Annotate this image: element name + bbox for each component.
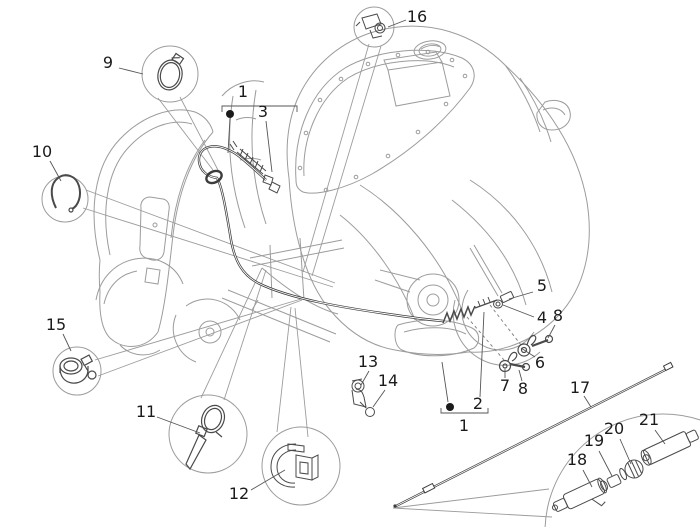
detail-circles <box>41 6 700 527</box>
part-support-bracket <box>351 378 367 408</box>
part-lever-7 <box>498 351 518 373</box>
part-number-17: 17 <box>569 378 591 397</box>
part-number-1-bottom: 1 <box>458 416 470 435</box>
part-number-4: 4 <box>536 308 548 327</box>
part-cable-tie <box>185 404 226 471</box>
detail-parts <box>50 13 699 512</box>
part-number-11: 11 <box>135 402 157 421</box>
part-ring-nut-20 <box>619 459 644 481</box>
part-wire-clip <box>50 174 82 213</box>
part-number-16: 16 <box>406 7 428 26</box>
part-number-5: 5 <box>536 276 548 295</box>
part-number-2: 2 <box>472 394 484 413</box>
rim-bolt-holes <box>297 49 468 193</box>
assembly-dots <box>226 110 454 411</box>
part-mounting-bracket <box>355 13 386 39</box>
detail-circle-11 <box>168 394 248 474</box>
detail-circle-9 <box>141 45 199 103</box>
part-number-1-top: 1 <box>237 82 249 101</box>
part-washer <box>493 299 503 309</box>
part-number-9: 9 <box>102 53 114 72</box>
part-number-3: 3 <box>257 102 269 121</box>
group-bracket-bottom <box>440 408 489 414</box>
adjuster-spring <box>442 304 476 324</box>
part-lever-6 <box>517 334 537 357</box>
part-number-20: 20 <box>603 419 625 438</box>
part-band-clamp <box>59 354 97 384</box>
detail-circle-10 <box>41 175 89 223</box>
part-number-8-upper: 8 <box>552 306 564 325</box>
detail-circle-12 <box>261 426 341 506</box>
part-number-6: 6 <box>534 353 546 372</box>
detail-circle-speedo <box>544 413 700 527</box>
part-number-8-lower: 8 <box>517 379 529 398</box>
assembly-dot-bottom <box>446 403 454 411</box>
part-cable-clip <box>270 443 319 488</box>
cable-grommet <box>205 169 223 185</box>
callout-leaders <box>49 19 666 491</box>
group-bracket-top <box>221 105 298 112</box>
part-number-12: 12 <box>228 484 250 503</box>
part-number-18: 18 <box>566 450 588 469</box>
part-number-14: 14 <box>377 371 399 390</box>
magnifier-wedges <box>82 43 553 518</box>
cable-adjuster-upper <box>229 140 281 194</box>
scooter-body <box>93 25 590 366</box>
speedometer-cable-rod <box>393 361 674 508</box>
part-number-21: 21 <box>638 410 660 429</box>
part-sleeve-21 <box>640 429 699 466</box>
part-number-7: 7 <box>499 376 511 395</box>
transmission-cable <box>197 140 522 361</box>
detail-circle-15 <box>52 346 102 396</box>
part-screw-14 <box>359 401 375 417</box>
part-screw-8-lower <box>509 362 531 372</box>
part-spacer-bush <box>499 291 515 303</box>
part-number-19: 19 <box>583 431 605 450</box>
detail-circle-16 <box>353 6 395 48</box>
part-hose-clamp <box>157 52 185 91</box>
fuel-cap <box>413 40 447 60</box>
part-number-15: 15 <box>45 315 67 334</box>
part-bush-19 <box>600 474 622 491</box>
part-number-10: 10 <box>31 142 53 161</box>
part-cable-end-18 <box>551 477 607 512</box>
part-number-13: 13 <box>357 352 379 371</box>
assembly-dot-top <box>226 110 234 118</box>
